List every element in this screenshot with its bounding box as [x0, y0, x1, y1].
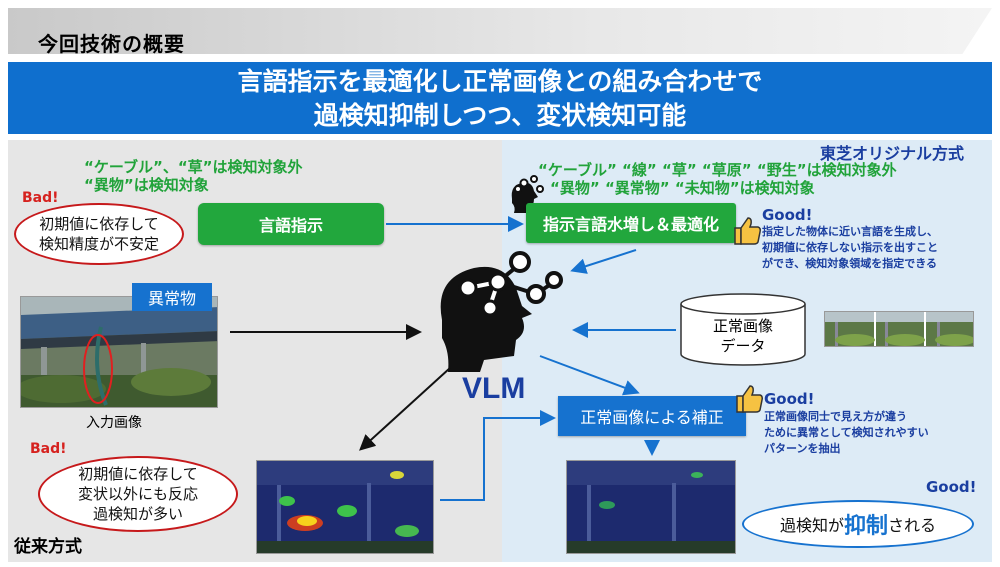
normal-image-database: [678, 292, 808, 368]
suppressed-heatmap-photo: [567, 461, 735, 553]
good-label: Good!: [764, 390, 815, 408]
speech-bubble-overdetection: 初期値に依存して 変状以外にも反応 過検知が多い: [38, 456, 238, 532]
note-line-1: “ケーブル” “線” “草” “草原” “野生”は検知対象外: [538, 161, 897, 179]
result-text-post: される: [888, 516, 937, 535]
note-line-2: “異物” “異常物” “未知物”は検知対象: [550, 179, 815, 197]
thumbs-up-icon: [732, 214, 762, 246]
instruction-augmentation-box: 指示言語水増し＆最適化: [526, 203, 736, 243]
bubble-line-2: 検知精度が不安定: [38, 235, 159, 253]
thumbs-up-glyph: [736, 385, 763, 413]
bubble-line-1: 初期値に依存して: [78, 465, 198, 483]
arrow-vlm-to-conventional: [359, 367, 451, 451]
result-text-pre: 過検知が: [779, 516, 844, 535]
arrow-heatmap-to-correction: [440, 410, 556, 501]
database-label-line-1: 正常画像: [712, 317, 773, 335]
thumbs-up-glyph: [734, 217, 761, 245]
result-text-emphasis: 抑制: [843, 514, 888, 539]
proposed-heatmap-image: [566, 460, 736, 554]
explanation-line-2: ために異常として検知されやすい: [764, 426, 929, 439]
vlm-label: VLM: [462, 372, 526, 405]
headline-line-2: 過検知抑制しつつ、変状検知可能: [313, 101, 687, 130]
database-label-line-2: データ: [720, 337, 766, 355]
head-network-icon: [440, 251, 563, 372]
bubble-line-3: 過検知が多い: [92, 505, 183, 523]
good-explanation-1: 指定した物体に近い言語を生成し、 初期値に依存しない指示を出すこと ができ、検知…: [762, 224, 938, 272]
language-instruction-box: 言語指示: [198, 203, 384, 245]
result-oval: 過検知が 抑制 される: [742, 500, 974, 548]
explanation-line-3: パターンを抽出: [764, 442, 841, 455]
conventional-heatmap-image: [256, 460, 434, 554]
bubble-line-2: 変状以外にも反応: [77, 485, 198, 503]
heatmap-photo: [257, 461, 433, 553]
headline-banner: 言語指示を最適化し正常画像との組み合わせで 過検知抑制しつつ、変状検知可能: [8, 62, 992, 134]
bad-label: Bad!: [30, 441, 67, 457]
database-label: 正常画像 データ: [678, 316, 808, 356]
normal-image-correction-box: 正常画像による補正: [558, 396, 746, 436]
original-method-label: 東芝オリジナル方式: [820, 144, 965, 163]
good-label: Good!: [762, 206, 813, 224]
header-band: [8, 8, 992, 54]
input-image: [20, 296, 218, 408]
vlm-brain-icon: [424, 248, 564, 374]
proposed-instruction-note: “ケーブル” “線” “草” “草原” “野生”は検知対象外 “異物” “異常物…: [538, 161, 897, 197]
arrow-augment-to-vlm: [570, 249, 637, 274]
good-explanation-2: 正常画像同士で見え方が違う ために異常として検知されやすい パターンを抽出: [764, 409, 929, 457]
bad-label: Bad!: [22, 190, 59, 206]
input-image-photo: [21, 297, 217, 407]
page-title: 今回技術の概要: [38, 32, 185, 56]
arrow-vlm-to-correction: [539, 355, 640, 396]
explanation-line-1: 正常画像同士で見え方が違う: [764, 410, 907, 423]
input-image-caption: 入力画像: [86, 415, 142, 431]
headline-line-1: 言語指示を最適化し正常画像との組み合わせで: [237, 67, 763, 96]
speech-bubble-unstable: 初期値に依存して 検知精度が不安定: [14, 203, 184, 265]
normal-image-samples: [824, 311, 974, 347]
explanation-line-2: 初期値に依存しない指示を出すこと: [762, 241, 938, 254]
explanation-line-1: 指定した物体に近い言語を生成し、: [762, 225, 938, 238]
database-cylinder-icon: [680, 293, 806, 366]
conventional-method-label: 従来方式: [14, 537, 82, 557]
conventional-instruction-note: “ケーブル”、“草”は検知対象外 “異物”は検知対象: [84, 158, 303, 194]
explanation-line-3: ができ、検知対象領域を指定できる: [762, 257, 938, 270]
note-line-1: “ケーブル”、“草”は検知対象外: [84, 158, 303, 176]
note-line-2: “異物”は検知対象: [84, 176, 209, 194]
anomaly-tag: 異常物: [132, 283, 212, 311]
bubble-line-1: 初期値に依存して: [39, 215, 159, 233]
normal-images-photo: [825, 312, 973, 346]
thumbs-up-icon: [734, 382, 764, 414]
good-label: Good!: [926, 478, 977, 496]
